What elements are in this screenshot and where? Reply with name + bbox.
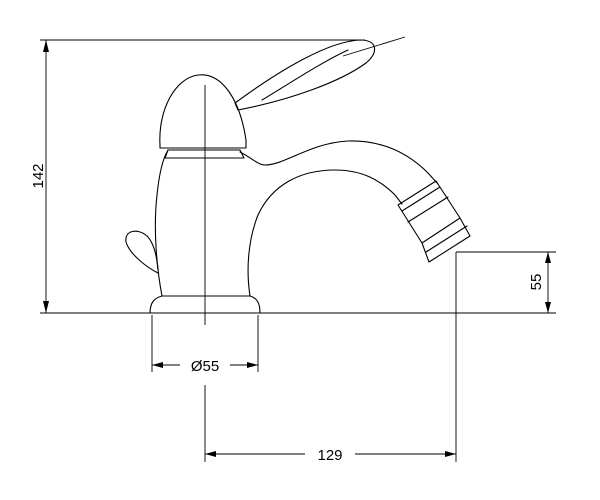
height-dimension: 142 bbox=[30, 39, 365, 313]
lever-handle bbox=[234, 36, 406, 111]
faucet-body bbox=[149, 140, 439, 314]
height-dimension-label: 142 bbox=[30, 163, 47, 188]
aerator bbox=[397, 180, 471, 263]
base-diameter-dimension: Ø55 bbox=[151, 315, 259, 375]
base-diameter-label: Ø55 bbox=[191, 358, 219, 375]
outlet-height-label: 55 bbox=[528, 274, 545, 291]
faucet-head bbox=[159, 74, 247, 149]
projection-label: 129 bbox=[317, 447, 342, 464]
projection-dimension: 129 bbox=[204, 252, 457, 464]
side-knob bbox=[125, 230, 159, 274]
outlet-height-dimension: 55 bbox=[456, 251, 556, 313]
